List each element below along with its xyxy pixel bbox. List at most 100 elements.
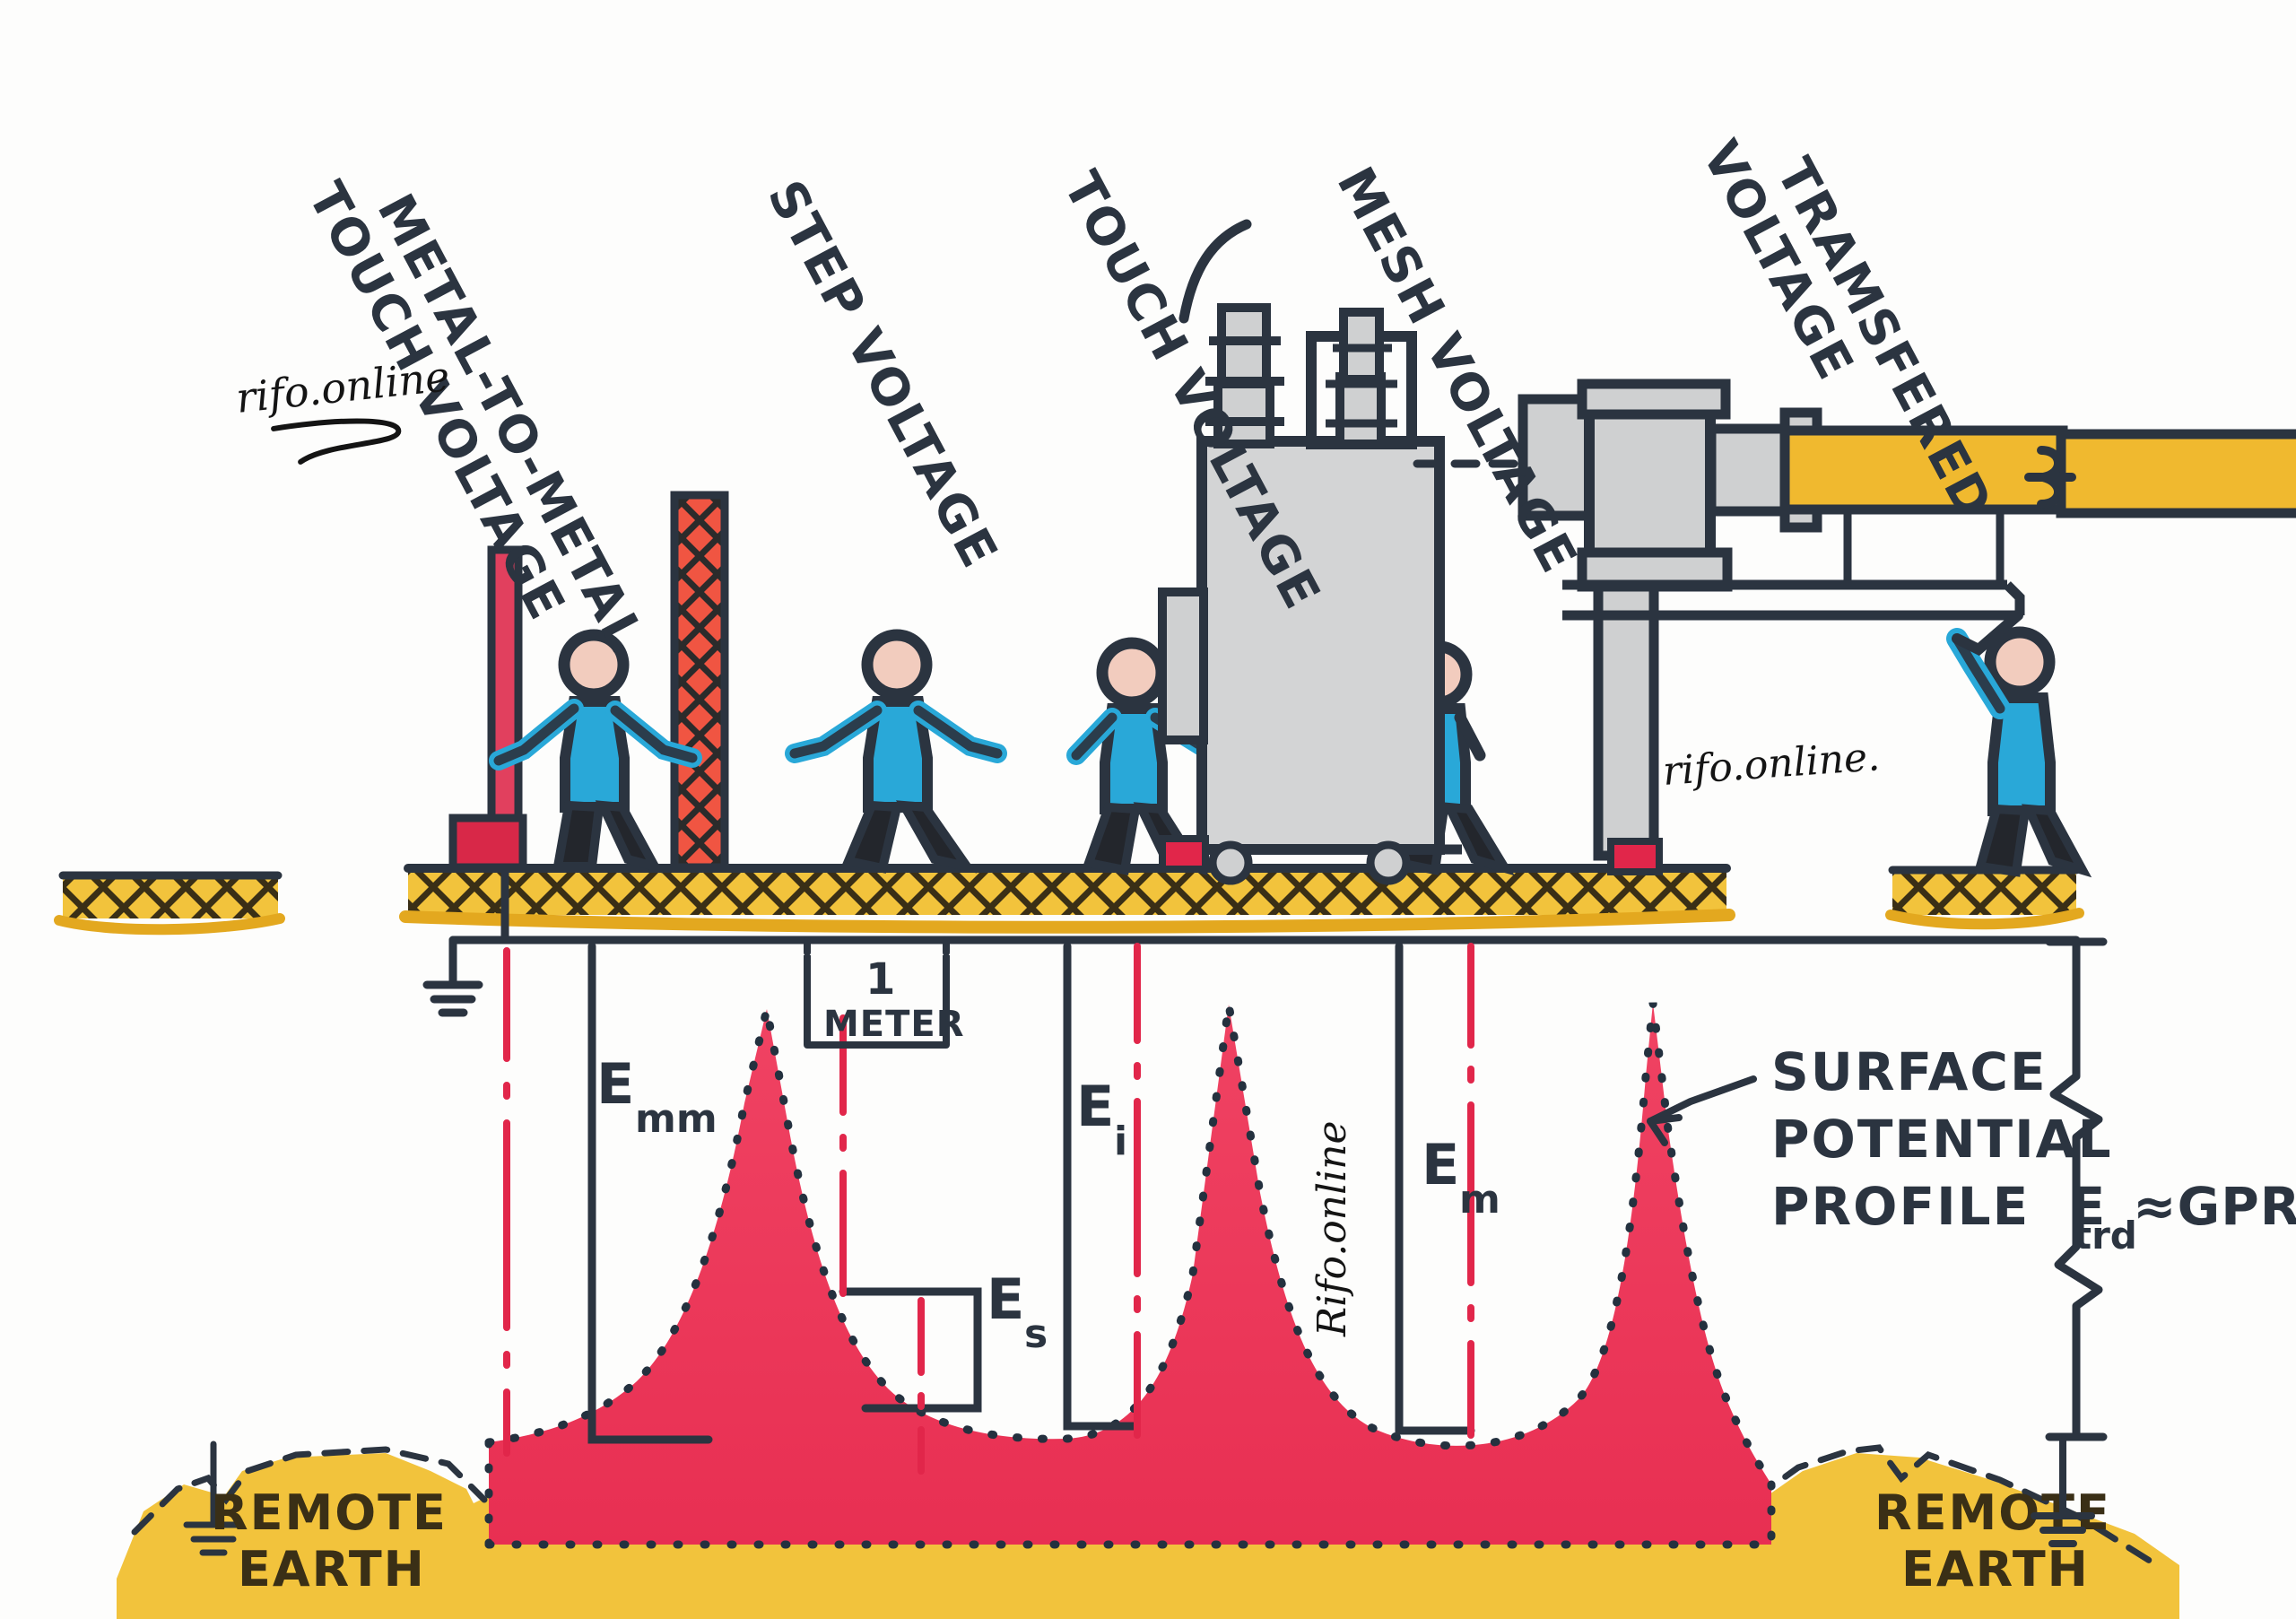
worker-arm-left-outline: [789, 705, 883, 759]
bushing-left: [1205, 303, 1284, 448]
callout-line1: MESH VOLTAGE: [1326, 158, 1588, 583]
earth-outline-right: [1750, 1444, 2156, 1566]
label-ei-base: E: [1076, 1074, 1114, 1139]
ground-symbol: [422, 936, 483, 1017]
worker-leg-right: [2021, 804, 2092, 878]
callout-line1: STEP VOLTAGE: [756, 171, 1009, 579]
label-emm: E mm: [596, 1051, 718, 1142]
transformer-tank: [1196, 436, 1445, 855]
pedestal-ground-pad: [1607, 838, 1663, 875]
drop-cable: [1952, 610, 2023, 657]
annotation-line3-a: PROFILE E: [1771, 1176, 2107, 1237]
annotation-leader-arrow: [1647, 1114, 1683, 1146]
transformer-wheel: [1208, 840, 1253, 885]
watermark-underline-swash: [271, 418, 402, 465]
meter-box-outline: [804, 955, 950, 1049]
meter-count: 1: [865, 954, 895, 1005]
one-meter-scale-box: [804, 936, 950, 1049]
cable-joint: [2024, 446, 2076, 509]
worker-leg-left: [842, 800, 903, 874]
bushing-middle: [1306, 308, 1417, 449]
overhead-conductor: [1178, 219, 1252, 324]
watermark-right: rifo.online.: [1661, 734, 1881, 795]
watermark-text: Rifo.online: [1309, 1120, 1355, 1337]
label-em-sub: m: [1459, 1177, 1500, 1223]
power-transformer: [1158, 219, 1529, 885]
worker-transferred-voltage: [1946, 626, 2092, 878]
potential-profile-fill: [489, 1003, 1771, 1545]
meter-box-ticks: [804, 936, 950, 965]
worker-arm-right: [1454, 711, 1486, 762]
cable-drop-leads: [1843, 511, 2005, 585]
remote-earth-left-mass: [117, 1453, 489, 1619]
callout-mesh-voltage: MESH VOLTAGE: [1326, 158, 1588, 583]
measurement-brackets: [503, 936, 2108, 1475]
transformer-wheel: [1366, 840, 1411, 885]
remote-earth-left-label: REMOTE EARTH: [211, 1484, 448, 1597]
remote-earth-right-mass: [1749, 1455, 2175, 1619]
gravel-pad-right: [1885, 866, 2084, 930]
label-es: E s: [987, 1266, 1048, 1357]
label-ei-sub: i: [1114, 1119, 1127, 1164]
bracket-ei: [1063, 942, 1139, 1431]
earth-label-line2: EARTH: [1901, 1541, 2090, 1597]
annotation-leader-line: [1647, 1075, 1757, 1125]
worker-metal-to-metal: [489, 629, 702, 874]
worker-head: [861, 629, 933, 701]
earth-label-line1: REMOTE: [211, 1484, 448, 1541]
annotation-line2: POTENTIAL: [1771, 1109, 2113, 1170]
worker-arm-raised-outline: [1952, 633, 2005, 714]
worker-head: [558, 629, 630, 701]
worker-leg-left: [1974, 804, 2031, 877]
potential-profile-outline: [484, 1002, 1776, 1489]
surface-potential-area: [484, 1002, 1776, 1549]
switchgear-top-cap: [1577, 379, 1731, 420]
earth-outline-left: [131, 1446, 488, 1536]
worker-arm-right-outline: [913, 705, 1003, 759]
earth-electrode-right: [2031, 1433, 2095, 1547]
transformer-ground-pad: [1159, 835, 1209, 873]
annotation-line3-sub: trd: [2074, 1214, 2137, 1258]
annotation-line1: SURFACE: [1771, 1041, 2048, 1102]
earth-label-line2: EARTH: [238, 1541, 426, 1597]
label-es-sub: s: [1024, 1311, 1048, 1357]
callout-transferred-voltage: TRAMSFERED VOLTAGE: [1691, 132, 2004, 529]
worker-arm-left-outline: [493, 703, 579, 766]
worker-arm-left-outline: [1071, 712, 1118, 761]
worker-leg-right: [595, 800, 664, 874]
ground-grid-reference: [422, 936, 1785, 1017]
label-em: E m: [1422, 1132, 1500, 1223]
watermark-on-curve: Rifo.online: [1309, 1120, 1355, 1337]
insulated-cable-run: [1779, 425, 2296, 585]
worker-leg-left: [552, 800, 604, 871]
annotation-line3-b: ≈GPR: [2133, 1176, 2296, 1237]
label-emm-base: E: [596, 1051, 634, 1117]
callout-metal-to-metal: METAL-TO-METAL TOUCH VOLTAGE: [296, 173, 656, 661]
label-em-base: E: [1422, 1132, 1459, 1197]
support-beam-end: [2004, 581, 2025, 615]
worker-step-voltage: [785, 629, 1007, 874]
callout-line1: TOUCH VOLTAGE: [1052, 162, 1332, 620]
surface-potential-annotation: SURFACE POTENTIAL PROFILE E trd ≈GPR: [1771, 1041, 2296, 1258]
worker-leg-right: [1441, 802, 1515, 876]
label-emm-sub: mm: [635, 1096, 718, 1142]
bracket-emm: [587, 942, 713, 1444]
label-ei: E i: [1076, 1074, 1127, 1164]
one-meter-text: 1 METER: [823, 954, 964, 1045]
remote-earth-right-label: REMOTE EARTH: [1874, 1484, 2109, 1597]
transformer-radiator: [1158, 588, 1208, 744]
worker-leg-left: [1083, 802, 1141, 875]
callout-step-voltage: STEP VOLTAGE: [756, 171, 1009, 579]
grounded-metal-structure: [448, 545, 527, 940]
label-es-base: E: [987, 1266, 1024, 1332]
earth-electrode-left: [183, 1441, 244, 1556]
callout-touch-voltage: TOUCH VOLTAGE: [1052, 162, 1332, 620]
watermark-text: rifo.online.: [1661, 734, 1881, 795]
worker-arm-right-outline: [610, 705, 698, 763]
support-beam: [1562, 579, 2018, 621]
worker-head: [1984, 626, 2056, 698]
lattice-column: [670, 491, 729, 872]
